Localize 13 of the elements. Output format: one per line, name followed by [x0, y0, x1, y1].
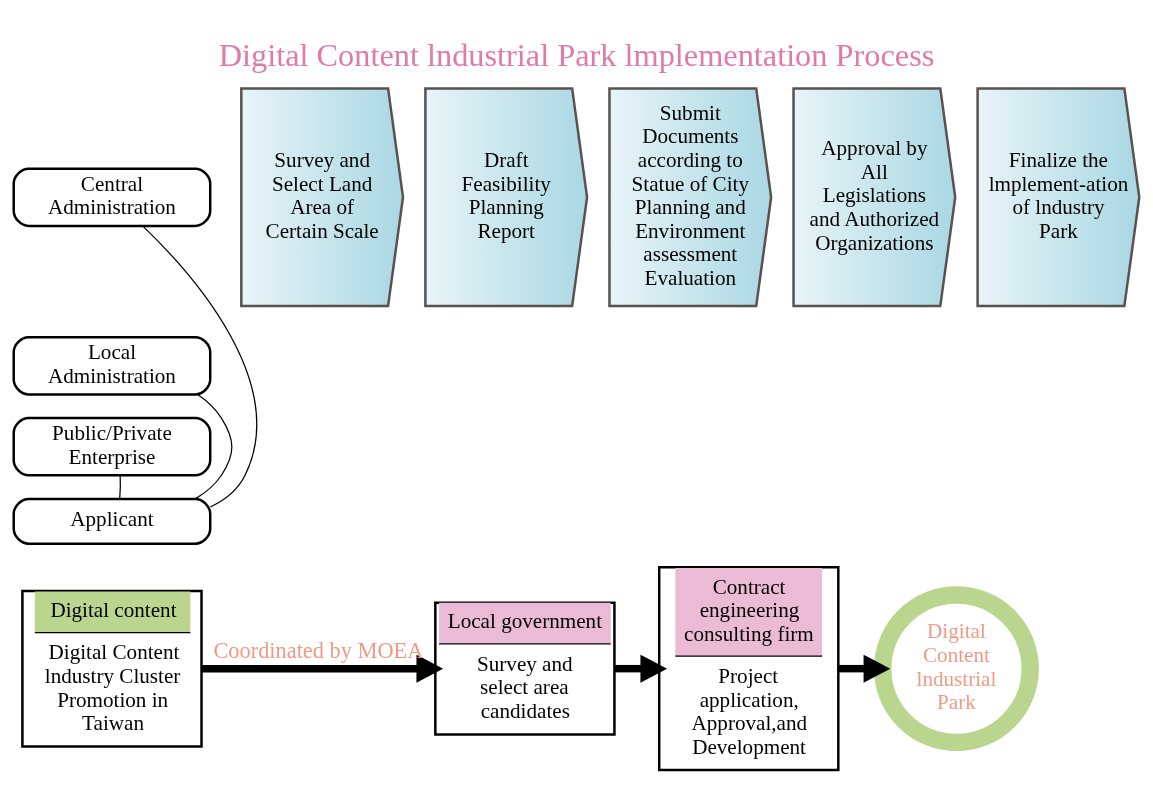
node-box: Central Administration	[12, 167, 212, 228]
connector	[142, 225, 258, 508]
arrow	[614, 654, 668, 683]
node-box: Local Administration	[12, 335, 212, 396]
node-box: Public/Private Enterprise	[12, 416, 212, 477]
node-circle: Digital Content lndustrial Park	[874, 586, 1039, 752]
node-box: Applicant	[12, 497, 212, 545]
arrow	[838, 654, 891, 683]
arrow	[201, 654, 444, 683]
diagram-title: Digital Content lndustrial Park lmplementation Process	[218, 36, 935, 73]
connector	[119, 474, 121, 500]
edge-label: Coordinated by MOEA	[213, 637, 424, 663]
connector	[194, 394, 233, 500]
